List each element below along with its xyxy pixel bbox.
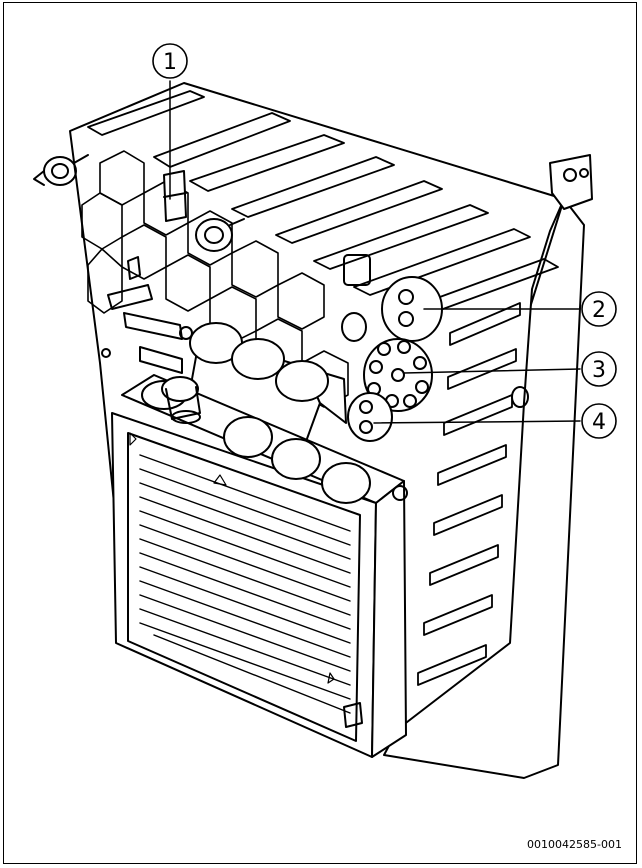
callout-2: 2	[581, 291, 617, 327]
ventilation-grille	[139, 454, 351, 714]
figure-frame: 1 2 3 4 0010042585-001	[3, 2, 637, 864]
cover-latch	[343, 702, 363, 728]
right-mounting-bracket	[549, 154, 593, 210]
callout-3: 3	[581, 351, 617, 387]
cable-gland	[141, 376, 201, 424]
grommet-small	[347, 392, 393, 442]
control-unit-housing-drawing: 1 2 3 4	[33, 43, 617, 779]
grommet-multi-hole	[363, 338, 433, 412]
callout-4: 4	[581, 403, 617, 439]
callout-1-number: 1	[163, 50, 177, 75]
cover-screw	[392, 485, 408, 501]
terminal-cover	[111, 374, 408, 758]
cable-clamp	[163, 170, 187, 222]
callout-2-number: 2	[592, 298, 606, 323]
centre-mounting-hook	[195, 218, 245, 252]
left-mounting-hook	[33, 154, 89, 186]
figure-reference-code: 0010042585-001	[527, 838, 622, 851]
side-slots	[417, 302, 521, 686]
callout-1: 1	[152, 43, 188, 79]
callout-leaders	[169, 80, 581, 424]
side-latches	[101, 256, 193, 374]
square-opening	[343, 254, 371, 286]
callout-4-number: 4	[592, 410, 606, 435]
wall-hole	[511, 386, 529, 408]
callout-3-number: 3	[592, 358, 606, 383]
round-opening	[341, 312, 367, 342]
